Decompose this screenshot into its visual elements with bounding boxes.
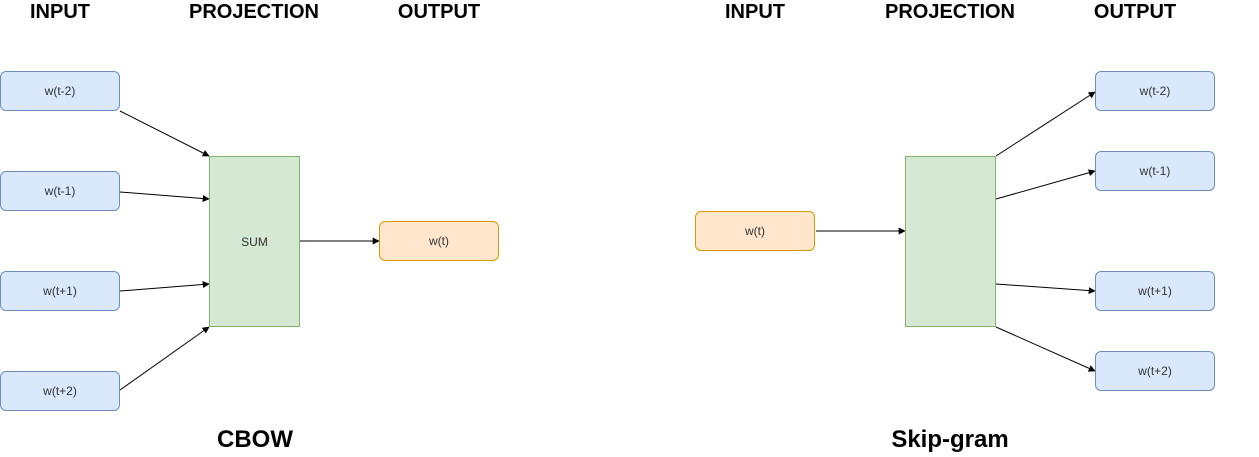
skip-output-header: OUTPUT bbox=[1093, 1, 1177, 23]
skip-edge-output-2 bbox=[995, 169, 1096, 200]
cbow-edge-input-1 bbox=[119, 110, 210, 157]
skip-edge-output-4 bbox=[995, 326, 1096, 372]
cbow-output-node: w(t) bbox=[379, 221, 499, 261]
cbow-projection-sum: SUM bbox=[209, 156, 300, 327]
skip-output-node-4: w(t+2) bbox=[1095, 351, 1215, 391]
cbow-edge-input-2 bbox=[119, 191, 210, 202]
cbow-input-node-1: w(t-2) bbox=[0, 71, 120, 111]
skip-output-node-2: w(t-1) bbox=[1095, 151, 1215, 191]
cbow-projection-header: PROJECTION bbox=[188, 1, 320, 23]
skip-projection bbox=[905, 156, 996, 327]
cbow-input-node-2: w(t-1) bbox=[0, 171, 120, 211]
cbow-output-header: OUTPUT bbox=[397, 1, 481, 23]
cbow-edge-input-4 bbox=[119, 326, 210, 391]
cbow-caption: CBOW bbox=[217, 426, 293, 453]
cbow-edge-input-3 bbox=[119, 281, 210, 292]
cbow-input-node-4: w(t+2) bbox=[0, 371, 120, 411]
cbow-input-header: INPUT bbox=[30, 1, 90, 23]
skip-input-header: INPUT bbox=[725, 1, 785, 23]
skip-output-node-3: w(t+1) bbox=[1095, 271, 1215, 311]
skip-edge-output-1 bbox=[995, 91, 1096, 157]
skip-projection-header: PROJECTION bbox=[884, 1, 1016, 23]
skip-output-node-1: w(t-2) bbox=[1095, 71, 1215, 111]
skip-edge-output-3 bbox=[995, 283, 1096, 295]
cbow-input-node-3: w(t+1) bbox=[0, 271, 120, 311]
skip-input-node: w(t) bbox=[695, 211, 815, 251]
skipgram-caption: Skip-gram bbox=[891, 426, 1009, 453]
